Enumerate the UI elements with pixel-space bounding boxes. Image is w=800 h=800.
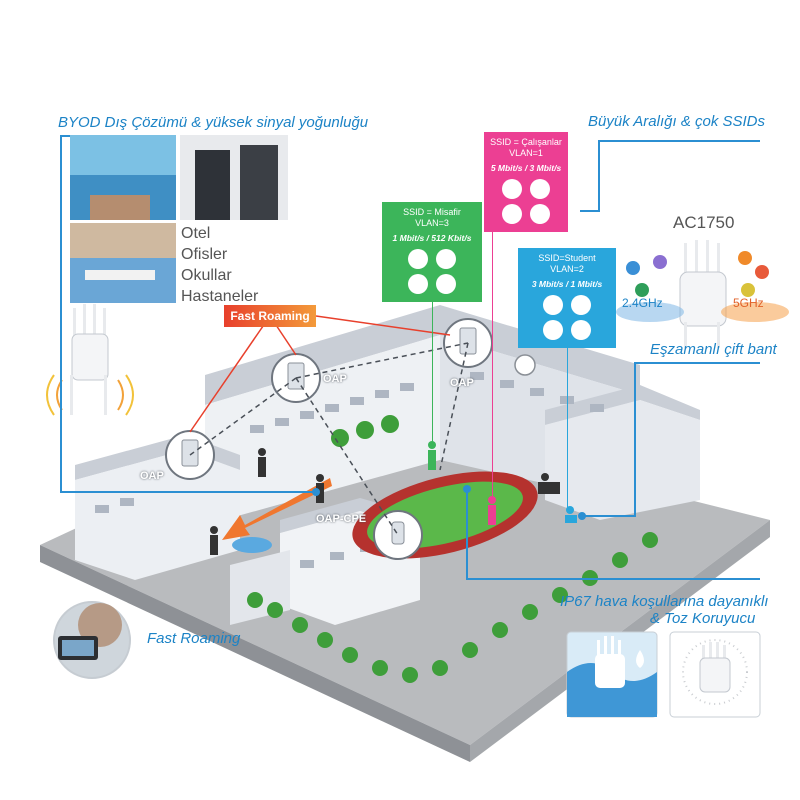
clock — [514, 354, 536, 376]
ssid-calisanlar-rate: 5 Mbit/s / 3 Mbit/s — [490, 163, 562, 173]
right-wing-roof — [545, 385, 700, 425]
photo-office — [180, 135, 288, 220]
connector-dualband-vertical — [634, 362, 636, 517]
photo-hotel — [70, 135, 176, 220]
people — [210, 448, 560, 555]
product-model: AC1750 — [673, 213, 735, 232]
environment-hastaneler: Hastaneler — [181, 288, 259, 305]
connector-ip67-dot — [463, 485, 471, 493]
connector-ip67-horizontal — [466, 578, 760, 580]
connector-dualband-dot — [578, 512, 586, 520]
ssid-box-calisanlar: SSID = Çalışanlar VLAN=1 5 Mbit/s / 3 Mb… — [484, 132, 568, 232]
trees — [247, 415, 658, 683]
monitor-icon — [571, 295, 591, 315]
ap-label-mid: OAP — [323, 373, 347, 385]
heading-fast-roaming-bottom: Fast Roaming — [147, 630, 241, 647]
mail-icon — [530, 204, 550, 224]
signal-waves-left — [46, 374, 134, 416]
roaming-arrow — [222, 478, 332, 540]
ssid-misafir-title: SSID = Misafir — [403, 207, 461, 217]
right-wing — [545, 400, 700, 520]
globe-icon — [408, 274, 428, 294]
people-colored — [428, 441, 577, 525]
connector-range-horizontal — [598, 140, 760, 142]
connector-byod-dot — [312, 488, 320, 496]
connector-dualband-horizontal — [634, 362, 760, 364]
heading-ip67-line2: & Toz Koruyucu — [650, 610, 756, 627]
fast-roaming-tag: Fast Roaming — [224, 305, 316, 327]
ap-label-cpe: OAP-CPE — [316, 513, 367, 525]
ssid-calisanlar-line — [492, 232, 493, 497]
ssid-student-vlan: VLAN=2 — [550, 264, 584, 274]
environment-okullar: Okullar — [181, 267, 232, 284]
mail-icon — [436, 274, 456, 294]
ap-label-left: OAP — [140, 470, 164, 482]
globe-icon — [502, 204, 522, 224]
environment-ofisler: Ofisler — [181, 246, 228, 263]
connector-byod-vertical — [60, 135, 62, 492]
photo-school — [70, 223, 176, 303]
connector-dualband-bottom — [585, 515, 636, 517]
ssid-misafir-rate: 1 Mbit/s / 512 Kbit/s — [392, 233, 472, 243]
roaming-paths — [189, 342, 469, 536]
ssid-box-student: SSID=Student VLAN=2 3 Mbit/s / 1 Mbit/s — [518, 248, 616, 348]
chat-icon — [502, 179, 522, 199]
dual-band-glow — [616, 302, 789, 322]
connector-range-link — [580, 210, 600, 212]
monitor-icon — [530, 179, 550, 199]
connector-ip67-vertical — [466, 490, 468, 580]
monitor-icon — [436, 249, 456, 269]
chat-icon — [543, 295, 563, 315]
globe-icon — [543, 320, 563, 340]
ssid-student-title: SSID=Student — [538, 253, 596, 263]
main-building-front — [205, 335, 440, 525]
app-icons — [626, 251, 769, 297]
ac1750-product — [679, 240, 727, 348]
connector-byod-bottom — [60, 491, 315, 493]
chat-icon — [408, 249, 428, 269]
ssid-misafir-vlan: VLAN=3 — [415, 218, 449, 228]
campus-ground-side — [40, 545, 470, 762]
heading-ip67-line1: IP67 hava koşullarına dayanıklı — [560, 593, 769, 610]
connector-range-vertical — [598, 140, 600, 212]
ssid-misafir-line — [432, 302, 433, 442]
heading-range: Büyük Aralığı & çok SSIDs — [588, 113, 766, 130]
phone-photo — [53, 601, 131, 679]
mail-icon — [571, 320, 591, 340]
ssid-student-line — [567, 348, 568, 508]
ip67-dust-image — [669, 631, 761, 718]
heading-byod: BYOD Dış Çözümü & yüksek sinyal yoğunluğ… — [58, 114, 369, 131]
ap-devices — [181, 327, 477, 545]
fountain — [232, 537, 272, 553]
outdoor-ap-product-left — [70, 304, 109, 415]
ssid-student-rate: 3 Mbit/s / 1 Mbit/s — [531, 279, 603, 289]
ssid-calisanlar-title: SSID = Çalışanlar — [490, 137, 562, 147]
ssid-box-misafir: SSID = Misafir VLAN=3 1 Mbit/s / 512 Kbi… — [382, 202, 482, 302]
environment-otel: Otel — [181, 225, 211, 242]
left-building — [75, 450, 240, 580]
band-5ghz: 5GHz — [733, 296, 764, 310]
ssid-calisanlar-vlan: VLAN=1 — [509, 148, 543, 158]
heading-dualband: Eşzamanlı çift bant — [650, 341, 777, 358]
ap-label-right: OAP — [450, 377, 474, 389]
ip67-water-image — [566, 631, 658, 718]
band-24ghz: 2.4GHz — [622, 296, 663, 310]
connector-byod-top — [60, 135, 70, 137]
